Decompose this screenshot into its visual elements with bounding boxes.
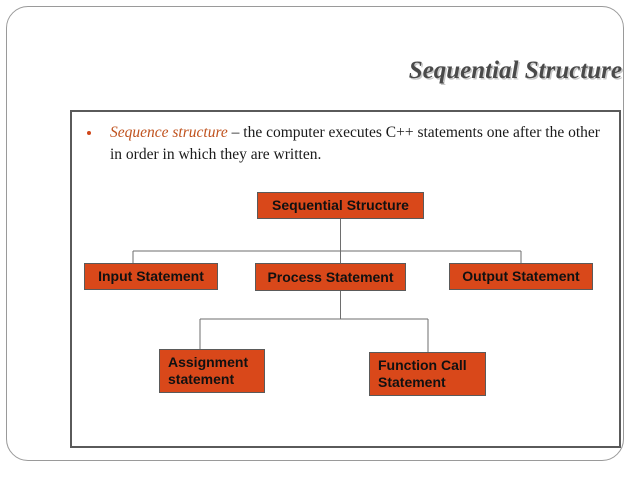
node-function-call-statement: Function Call Statement: [369, 352, 486, 396]
slide-canvas: Sequential Structure Sequence structure …: [6, 6, 624, 461]
bullet-emphasis: Sequence structure: [110, 124, 228, 141]
node-sequential-structure: Sequential Structure: [257, 192, 424, 219]
page-title: Sequential Structure: [408, 57, 622, 84]
bullet-dot-icon: [87, 131, 91, 135]
node-assignment-statement: Assignment statement: [159, 349, 265, 393]
bullet-item: Sequence structure – the computer execut…: [84, 122, 609, 166]
bullet-rest: – the computer executes C++ statements o…: [110, 124, 600, 163]
node-output-statement: Output Statement: [449, 263, 593, 290]
content-frame: Sequence structure – the computer execut…: [70, 110, 621, 448]
node-input-statement: Input Statement: [84, 263, 218, 290]
bullet-text: Sequence structure – the computer execut…: [110, 122, 609, 166]
node-process-statement: Process Statement: [255, 263, 406, 291]
